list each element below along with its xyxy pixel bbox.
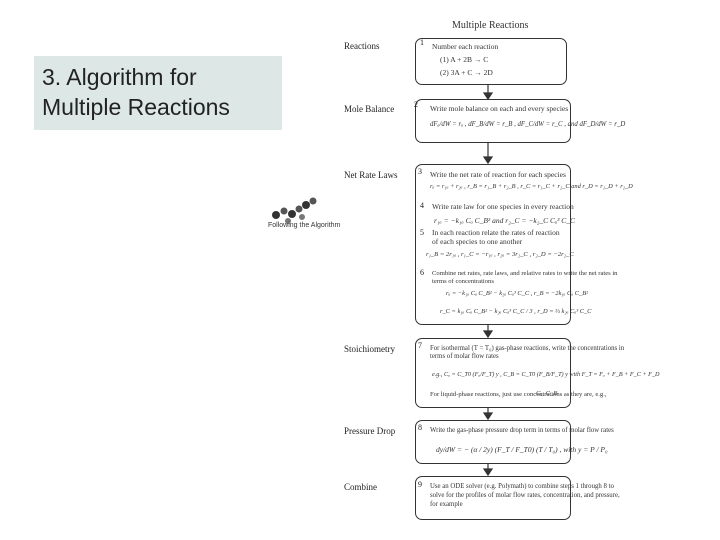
step-number: 1 — [420, 38, 424, 47]
step-number: 8 — [418, 423, 422, 432]
mole-balance-equations: dFₐ/dW = rₐ , dF_B/dW = r_B , dF_C/dW = … — [430, 121, 626, 128]
reaction-2: (2) 3A + C → 2D — [440, 68, 493, 77]
step-text: terms of concentrations — [432, 278, 494, 285]
molecule-icon — [272, 197, 317, 224]
step-number: 5 — [420, 228, 424, 237]
combined-rate-equations-2: r_C = k₁ₐ Cₐ C_B² − k₂ₐ Cₐ³ C_C / 3 , r_… — [440, 308, 592, 315]
logo-caption: Following the Algorithm — [268, 222, 341, 229]
pressure-drop-equation: dy/dW = − (α / 2y) (F_T / F_T0) (T / T₀)… — [436, 445, 608, 454]
step-text: terms of molar flow rates — [430, 353, 499, 360]
step-text: For liquid-phase reactions, just use con… — [430, 391, 607, 398]
step-pressure-drop-box: 8 Write the gas-phase pressure drop term… — [415, 420, 614, 464]
rate-law-equations: r₁ₐ = −k₁ₐ Cₐ C_B² and r₂_C = −k₂_C Cₐ³ … — [434, 216, 576, 225]
combined-rate-equations-1: rₐ = −k₁ₐ Cₐ C_B² − k₂ₐ Cₐ³ C_C , r_B = … — [446, 290, 589, 297]
label-mole-balance: Mole Balance — [344, 104, 395, 114]
stoichiometry-equations: e.g., Cₐ = C_T0 (Fₐ/F_T) y , C_B = C_T0 … — [432, 371, 660, 378]
step-text: For isothermal (T = T₀) gas-phase reacti… — [430, 345, 625, 352]
step-text: Combine net rates, rate laws, and relati… — [432, 270, 618, 277]
step-number: 3 — [418, 167, 422, 176]
step-text: solve for the profiles of molar flow rat… — [430, 492, 620, 499]
step-text: Write the gas-phase pressure drop term i… — [430, 427, 614, 434]
step-number: 7 — [418, 341, 422, 350]
step-number: 2 — [414, 100, 418, 109]
liquid-phase-example: Cₐ, C_B — [536, 390, 558, 397]
label-combine: Combine — [344, 482, 377, 492]
step-number: 4 — [420, 201, 424, 210]
relative-rate-equations: r₁_B = 2r₁ₐ , r₁_C = −r₁ₐ , r₂ₐ = 3r₂_C … — [426, 251, 574, 258]
label-reactions: Reactions — [344, 41, 380, 51]
step-mole-balance-box: 2 Write mole balance on each and every s… — [414, 99, 625, 143]
label-pressure-drop: Pressure Drop — [344, 426, 396, 436]
step-number: 6 — [420, 268, 424, 277]
step-text: Write rate law for one species in every … — [432, 202, 574, 211]
label-net-rate-laws: Net Rate Laws — [344, 170, 398, 180]
step-text: Number each reaction — [432, 42, 499, 51]
step-net-rate-laws-box: 3 Write the net rate of reaction for eac… — [415, 164, 633, 325]
label-stoichiometry: Stoichiometry — [344, 344, 395, 354]
step-stoichiometry-box: 7 For isothermal (T = T₀) gas-phase reac… — [415, 338, 660, 408]
flowchart-title: Multiple Reactions — [452, 20, 529, 31]
step-text: Use an ODE solver (e.g. Polymath) to com… — [430, 483, 614, 490]
slide-title: 3. Algorithm for Multiple Reactions — [34, 56, 282, 130]
step-text: Write mole balance on each and every spe… — [430, 104, 569, 113]
step-number: 9 — [418, 480, 422, 489]
step-reactions-box: 1 Number each reaction (1) A + 2B → C (2… — [415, 38, 567, 85]
step-combine-box: 9 Use an ODE solver (e.g. Polymath) to c… — [415, 476, 620, 520]
step-text: Write the net rate of reaction for each … — [430, 170, 566, 179]
net-rate-equations: rₐ = r₁ₐ + r₂ₐ , r_B = r₁_B + r₂_B , r_C… — [430, 183, 633, 190]
reaction-1: (1) A + 2B → C — [440, 55, 489, 64]
step-text: In each reaction relate the rates of rea… — [432, 228, 560, 246]
step-text: for example — [430, 501, 463, 508]
